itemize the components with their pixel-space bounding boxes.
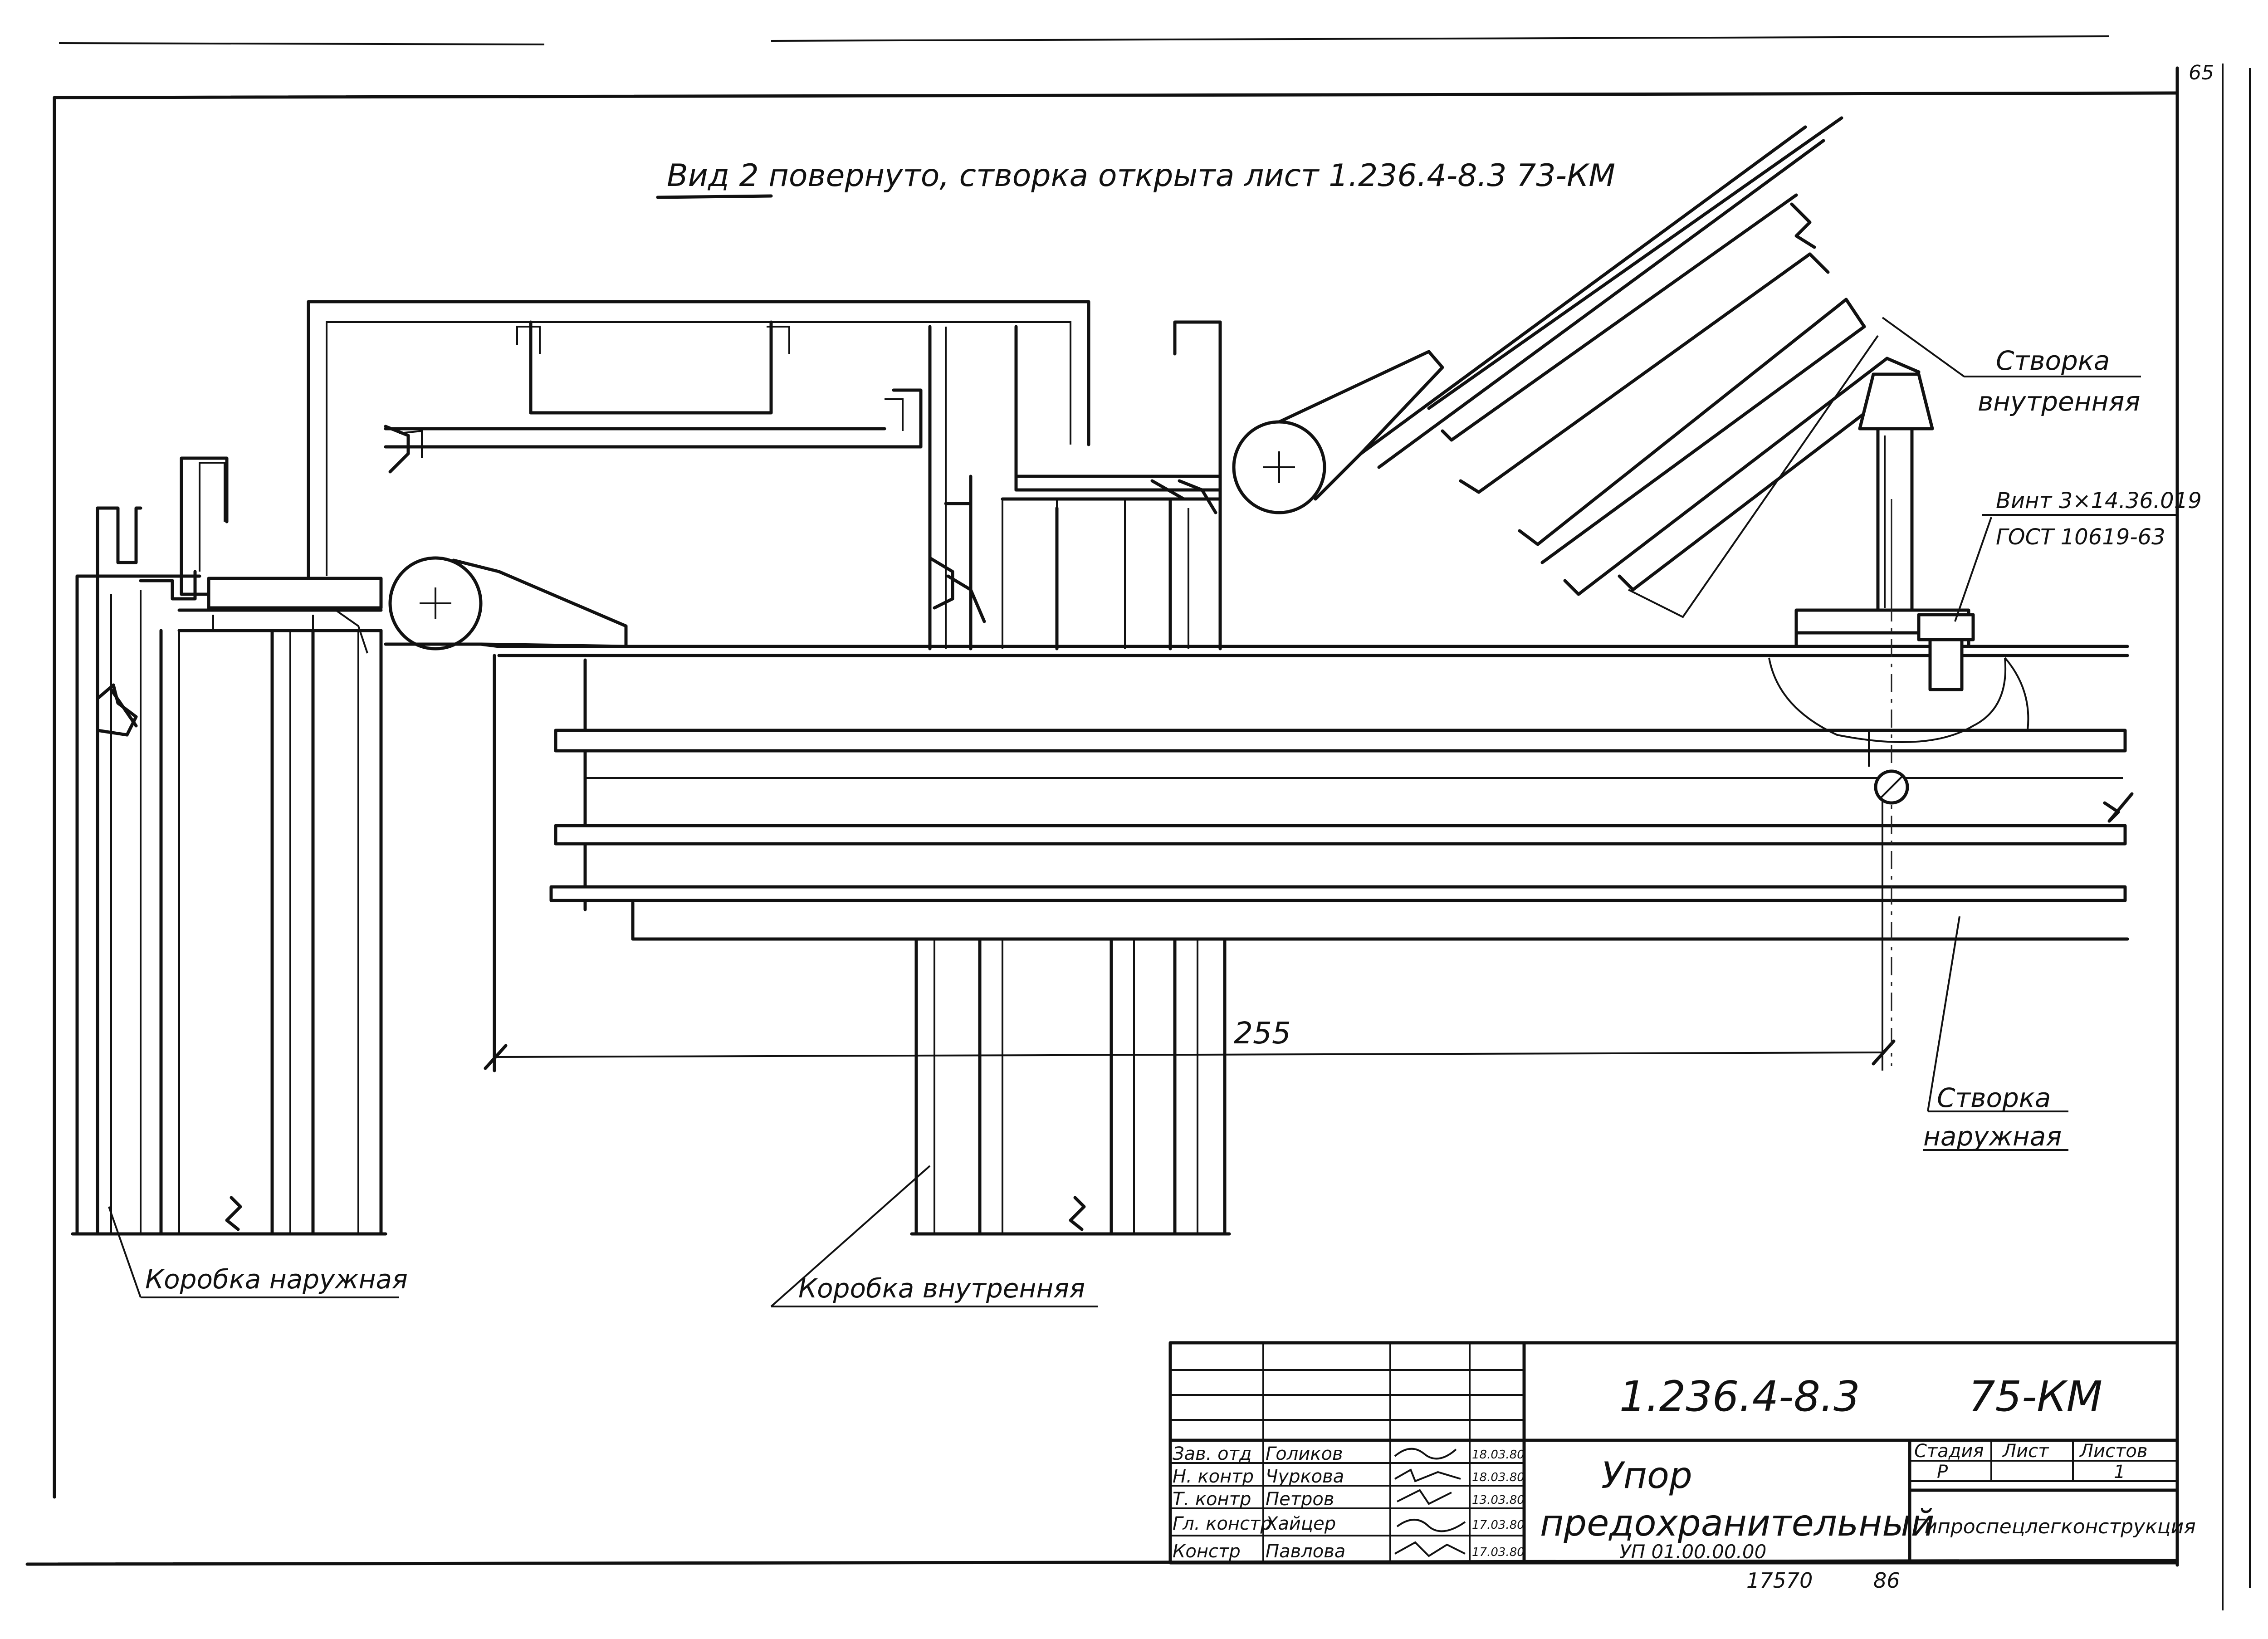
part-title-2: предохранительный xyxy=(1540,1502,1935,1544)
staff-date: 13.03.80 xyxy=(1472,1493,1525,1507)
label-sash-outer-1: Створка xyxy=(1937,1082,2051,1113)
bottom-notes: 17570 86 xyxy=(1746,1568,1900,1593)
staff-row: Н. контр Чуркова 18.03.80 xyxy=(1173,1466,1525,1487)
staff-name: Чуркова xyxy=(1266,1466,1344,1487)
label-sash-inner-2: внутренняя xyxy=(1978,386,2140,417)
staff-date: 18.03.80 xyxy=(1472,1471,1525,1484)
staff-role: Н. контр xyxy=(1173,1466,1254,1487)
top-box-profile xyxy=(307,300,1090,578)
staff-name: Голиков xyxy=(1266,1443,1343,1464)
title-block: 1.236.4-8.3 75-КМ Упор предохранительный… xyxy=(1168,1341,2196,1565)
sheet-frame: 65 xyxy=(25,35,2251,1610)
label-screw-2: ГОСТ 10619-63 xyxy=(1996,524,2165,550)
staff-signature xyxy=(1394,1541,1466,1557)
stage-header: Стадия xyxy=(1914,1441,1984,1462)
staff-name: Хайцер xyxy=(1265,1513,1336,1534)
sheet-header: Лист xyxy=(2002,1441,2049,1462)
staff-role: Гл. констр xyxy=(1173,1513,1272,1534)
dimension-255: 255 xyxy=(1234,1016,1291,1051)
label-frame-inner: Коробка внутренняя xyxy=(798,1273,1085,1304)
staff-date: 17.03.80 xyxy=(1472,1518,1525,1532)
staff-row: Гл. констр Хайцер 17.03.80 xyxy=(1173,1513,1525,1534)
inventory-year: 86 xyxy=(1873,1568,1900,1593)
sheets-header: Листов xyxy=(2079,1441,2147,1462)
view-title-group: Вид 2 повернуто, створка открыта лист 1.… xyxy=(656,158,1615,199)
staff-role: Зав. отд xyxy=(1173,1443,1252,1464)
outer-frame-profile: Коробка наружная xyxy=(71,456,408,1298)
doc-code: 1.236.4-8.3 xyxy=(1619,1372,1860,1421)
label-sash-outer-2: наружная xyxy=(1923,1121,2062,1152)
staff-signature xyxy=(1394,1448,1457,1460)
staff-name: Павлова xyxy=(1266,1541,1345,1562)
stage-value: Р xyxy=(1937,1462,1948,1482)
inventory-number: 17570 xyxy=(1746,1568,1813,1593)
label-frame-outer: Коробка наружная xyxy=(145,1264,408,1295)
staff-signature xyxy=(1396,1519,1466,1532)
sheets-value: 1 xyxy=(2114,1462,2125,1482)
corner-page-mark: 65 xyxy=(2189,61,2214,84)
staff-name: Петров xyxy=(1266,1489,1334,1510)
inner-frame-profile: Коробка внутренняя xyxy=(770,320,1231,1307)
staff-date: 18.03.80 xyxy=(1472,1448,1525,1462)
staff-row: Констр Павлова 17.03.80 xyxy=(1173,1541,1525,1562)
label-sash-inner-1: Створка xyxy=(1996,345,2110,376)
view-title: Вид 2 повернуто, створка открыта лист 1.… xyxy=(667,158,1615,194)
staff-role: Констр xyxy=(1173,1541,1241,1562)
part-code: УП 01.00.00.00 xyxy=(1619,1541,1766,1563)
outer-sash-profile: 255 Створка наружная xyxy=(384,642,2134,1152)
hinge-left xyxy=(388,556,628,651)
hinge-right xyxy=(1232,350,1444,514)
staff-signature xyxy=(1394,1468,1461,1482)
staff-signature xyxy=(1397,1489,1452,1505)
doc-sheet-code: 75-КМ xyxy=(1969,1372,2102,1421)
inner-sash-open: Створка внутренняя Винт 3×14.36.019 ГОСТ… xyxy=(1359,116,2202,1066)
label-screw-1: Винт 3×14.36.019 xyxy=(1996,488,2202,514)
part-title-1: Упор xyxy=(1601,1454,1692,1497)
staff-row: Зав. отд Голиков 18.03.80 xyxy=(1173,1443,1525,1464)
staff-role: Т. контр xyxy=(1173,1489,1251,1510)
staff-date: 17.03.80 xyxy=(1472,1546,1525,1559)
staff-row: Т. контр Петров 13.03.80 xyxy=(1173,1489,1525,1510)
organization: Гипроспецлегконструкция xyxy=(1913,1515,2196,1538)
